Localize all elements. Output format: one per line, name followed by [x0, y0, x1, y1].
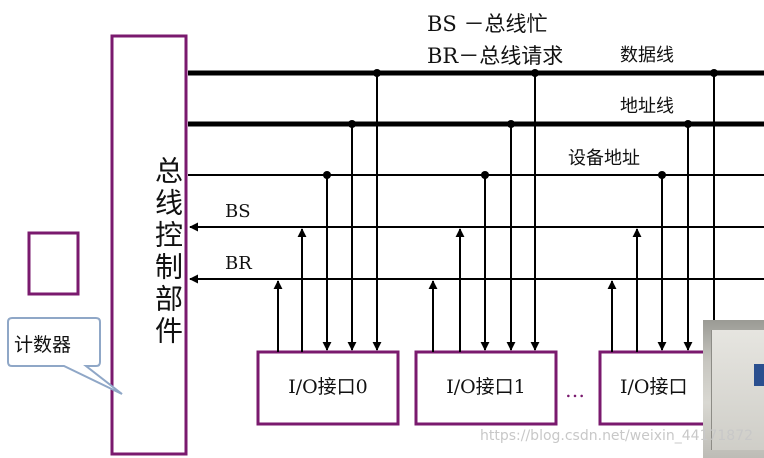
bs-legend: BS －总线忙 [427, 12, 548, 36]
br-line-label: BR [225, 253, 252, 274]
ellipsis: … [565, 378, 587, 402]
br-legend: BR－总线请求 [427, 44, 564, 68]
video-inset-mark [754, 364, 764, 386]
counter-label: 计数器 [14, 334, 72, 356]
if1-address-dot [507, 120, 515, 128]
ifn-device-addr-dot [658, 171, 666, 179]
io-interface-0-box [256, 350, 400, 426]
io-interface-1-box [414, 350, 558, 426]
watermark: https://blog.csdn.net/weixin_44171872 [480, 428, 754, 444]
bs-line-label: BS [225, 201, 251, 222]
video-inset-panel [711, 330, 764, 450]
if0-address-dot [348, 120, 356, 128]
if0-data-dot [373, 69, 381, 77]
video-inset [703, 320, 764, 458]
bus-controller-box [110, 34, 188, 456]
ifn-data-dot [710, 69, 718, 77]
if1-device-addr-dot [481, 171, 489, 179]
io-interface-n-box [598, 350, 712, 426]
counter-callout [7, 317, 123, 395]
data-bus-label: 数据线 [620, 45, 674, 66]
counter-box [27, 231, 80, 296]
device-address-label: 设备地址 [568, 148, 640, 169]
address-bus-label: 地址线 [620, 96, 674, 117]
bus-controller-label: 总线控制部件 [151, 156, 184, 348]
io-interface-0-label: I/O接口0 [288, 376, 368, 398]
ifn-address-dot [684, 120, 692, 128]
io-interface-1-label: I/O接口1 [446, 376, 526, 398]
if0-device-addr-dot [323, 171, 331, 179]
if1-data-dot [531, 69, 539, 77]
io-interface-n-label: I/O接口 [620, 376, 688, 398]
